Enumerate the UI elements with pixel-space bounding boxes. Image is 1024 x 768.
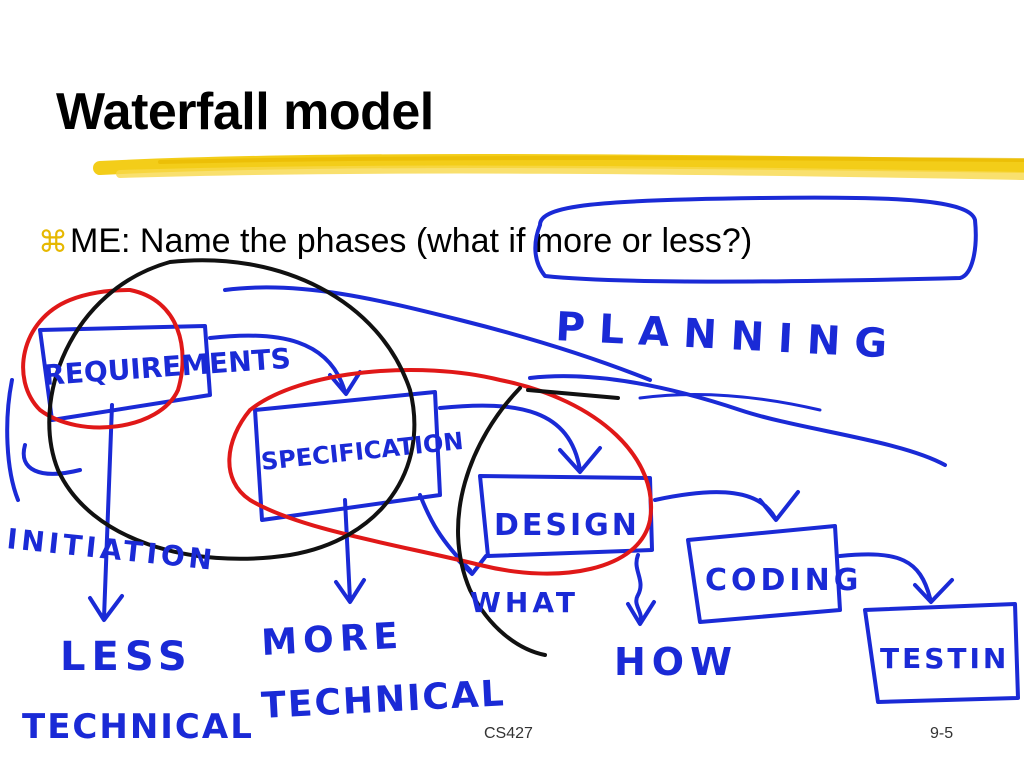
bullet-text: ME: Name the phases (what if more or les… — [70, 222, 753, 260]
red-circle-requirements — [21, 288, 185, 430]
bullet-icon: ⌘ — [38, 226, 68, 259]
arrow-down-less — [88, 403, 124, 622]
coding-box — [686, 524, 842, 624]
arrow-down-more — [334, 498, 366, 604]
footer-course: CS427 — [484, 725, 533, 742]
ink-wave-mid — [528, 374, 947, 467]
footer-page-number: 9-5 — [930, 725, 954, 742]
ink-text-planning: PLANNING — [554, 304, 902, 368]
black-circle — [47, 258, 417, 561]
black-divider-top — [526, 388, 620, 400]
slide-title: Waterfall model — [56, 83, 434, 141]
bullet-item: ⌘ME: Name the phases (what if more or le… — [38, 222, 752, 261]
ink-wave-top — [223, 285, 652, 382]
ink-text-technical-right: TECHNICAL — [260, 673, 506, 727]
ink-wave-lower — [638, 392, 822, 412]
left-curl — [21, 443, 82, 476]
arrow-design-coding — [653, 490, 800, 522]
requirements-box — [38, 324, 212, 422]
ink-text-how: HOW — [614, 640, 738, 684]
left-brace — [5, 378, 20, 502]
black-divider — [456, 386, 547, 657]
ink-text-initiation: INITIATION — [5, 522, 217, 577]
ink-text-technical-left: TECHNICAL — [22, 707, 254, 747]
specification-box — [253, 390, 442, 522]
red-oval-spec-design — [227, 368, 654, 576]
testing-box — [863, 602, 1020, 704]
ink-text-testin: TESTIN — [880, 642, 1009, 675]
ink-text-requirements: REQUIREMENTS — [42, 342, 292, 392]
title-underline-highlight — [93, 154, 1024, 180]
ink-text-more: MORE — [260, 616, 405, 664]
ink-text-what: WHAT — [470, 586, 579, 619]
ink-text-coding: CODING — [705, 563, 862, 598]
ink-text-less: LESS — [60, 634, 193, 680]
arrow-coding-testing — [838, 552, 954, 604]
ink-text-specification: SPECIFICATION — [260, 427, 465, 476]
ink-loop-question — [533, 195, 978, 284]
arrow-down-how — [626, 553, 656, 626]
ink-text-design: DESIGN — [494, 508, 640, 543]
design-box — [478, 474, 654, 558]
arrow-spec-design — [438, 403, 602, 474]
